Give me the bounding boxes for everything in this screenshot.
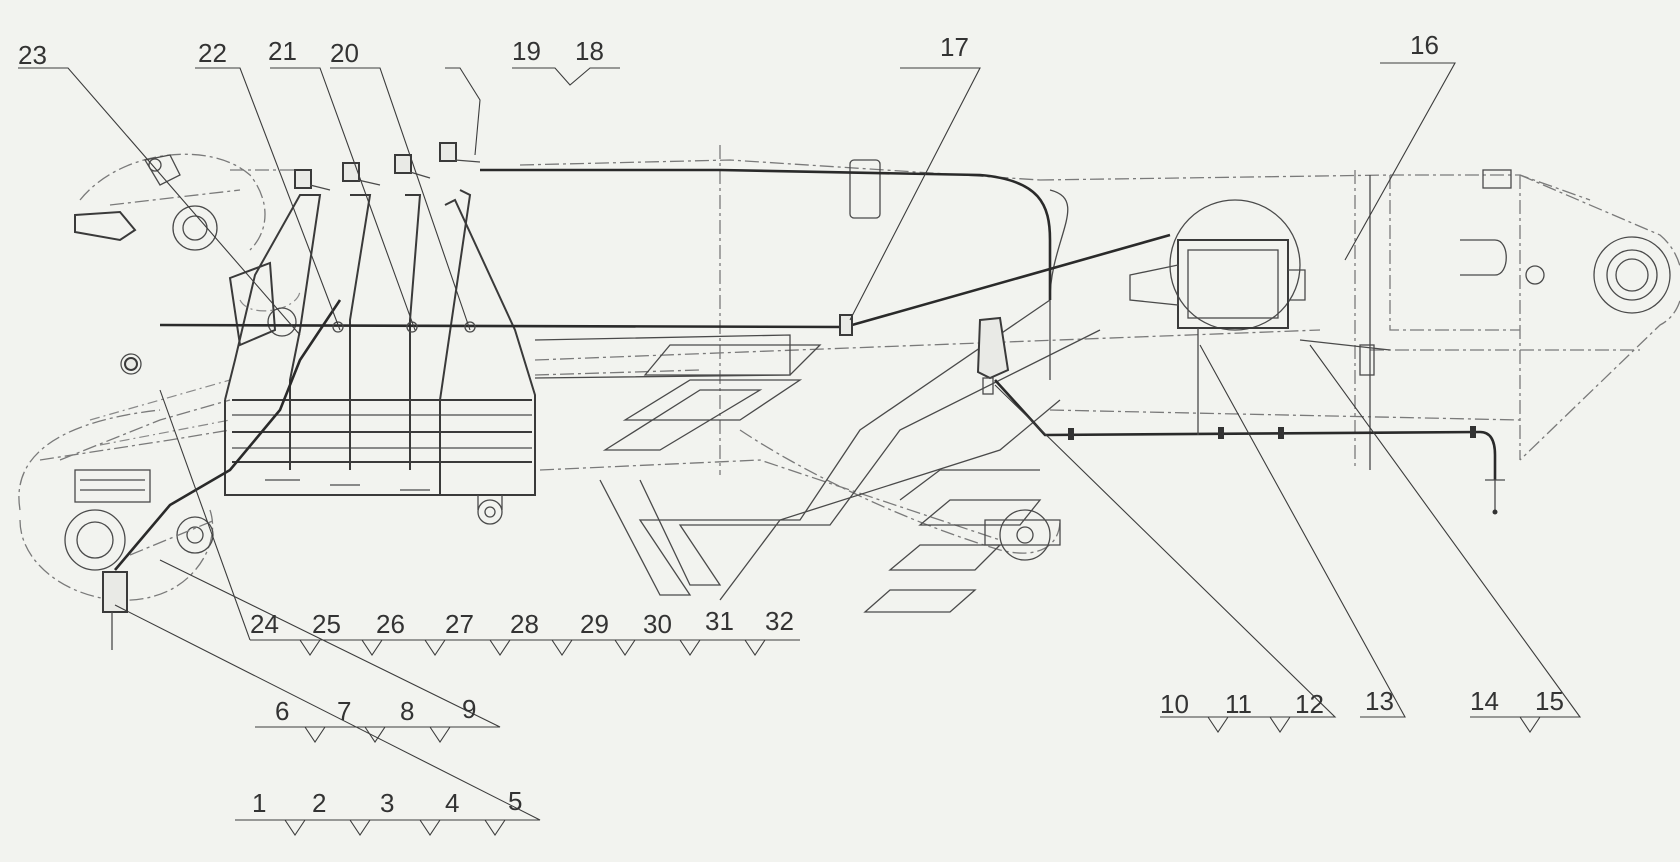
- callout-5: 5: [508, 786, 522, 816]
- telescopic-sections: [224, 142, 536, 525]
- leader-lines: [18, 62, 1582, 836]
- warning-stripes: [599, 299, 1101, 613]
- callout-31: 31: [705, 606, 734, 636]
- callout-26: 26: [376, 609, 405, 639]
- callout-23: 23: [18, 40, 47, 70]
- callout-8: 8: [400, 696, 414, 726]
- cable-clamps: [332, 321, 1476, 440]
- callout-29: 29: [580, 609, 609, 639]
- callout-19: 19: [512, 36, 541, 66]
- callout-4: 4: [445, 788, 459, 818]
- callout-3: 3: [380, 788, 394, 818]
- callout-7: 7: [337, 696, 351, 726]
- callout-labels: 23 22 21 20 19 18 17 16 24 25 26 27 28 2…: [18, 30, 1564, 818]
- callout-10: 10: [1160, 689, 1189, 719]
- callout-15: 15: [1535, 686, 1564, 716]
- callout-9: 9: [462, 694, 476, 724]
- callout-1: 1: [252, 788, 266, 818]
- callout-21: 21: [268, 36, 297, 66]
- callout-17: 17: [940, 32, 969, 62]
- callout-28: 28: [510, 609, 539, 639]
- callout-22: 22: [198, 38, 227, 68]
- callout-30: 30: [643, 609, 672, 639]
- callout-25: 25: [312, 609, 341, 639]
- callout-11: 11: [1225, 689, 1252, 719]
- callout-24: 24: [250, 609, 279, 639]
- callout-27: 27: [445, 609, 474, 639]
- callout-2: 2: [312, 788, 326, 818]
- boom-structure: [18, 142, 1680, 613]
- callout-6: 6: [275, 696, 289, 726]
- callout-14: 14: [1470, 686, 1499, 716]
- callout-13: 13: [1365, 686, 1394, 716]
- callout-20: 20: [330, 38, 359, 68]
- callout-18: 18: [575, 36, 604, 66]
- callout-16: 16: [1410, 30, 1439, 60]
- callout-32: 32: [765, 606, 794, 636]
- callout-12: 12: [1295, 689, 1324, 719]
